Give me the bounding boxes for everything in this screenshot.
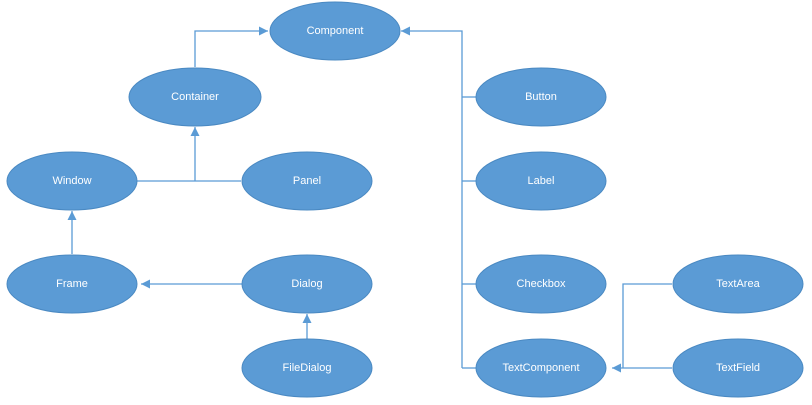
node-component[interactable]: Component — [269, 1, 401, 61]
node-component-label: Component — [307, 25, 364, 37]
node-checkbox-label: Checkbox — [517, 278, 566, 290]
node-textfield-shape — [672, 338, 804, 398]
node-checkbox[interactable]: Checkbox — [475, 254, 607, 314]
node-filedialog-shape — [241, 338, 373, 398]
node-checkbox-shape — [475, 254, 607, 314]
edge-bus-component — [401, 26, 463, 368]
node-label[interactable]: Label — [475, 151, 607, 211]
node-container-shape — [128, 67, 262, 127]
node-window-shape — [6, 151, 138, 211]
node-frame[interactable]: Frame — [6, 254, 138, 314]
node-button-shape — [475, 67, 607, 127]
node-label-shape — [475, 151, 607, 211]
node-textcomponent-label: TextComponent — [502, 362, 579, 374]
node-textarea-shape — [672, 254, 804, 314]
node-panel-label: Panel — [293, 175, 321, 187]
node-textfield[interactable]: TextField — [672, 338, 804, 398]
node-filedialog[interactable]: FileDialog — [241, 338, 373, 398]
node-filedialog-label: FileDialog — [283, 362, 332, 374]
node-textcomponent-shape — [475, 338, 607, 398]
node-dialog-shape — [241, 254, 373, 314]
node-dialog-label: Dialog — [291, 278, 322, 290]
node-component-shape — [269, 1, 401, 61]
edge-container-component — [194, 26, 268, 67]
node-button-label: Button — [525, 91, 557, 103]
node-textcomponent[interactable]: TextComponent — [475, 338, 607, 398]
node-textfield-label: TextField — [716, 362, 760, 374]
node-textarea[interactable]: TextArea — [672, 254, 804, 314]
edges — [67, 26, 672, 373]
node-container-label: Container — [171, 91, 219, 103]
node-panel-shape — [241, 151, 373, 211]
node-frame-shape — [6, 254, 138, 314]
node-window-label: Window — [52, 175, 91, 187]
node-dialog[interactable]: Dialog — [241, 254, 373, 314]
node-label-label: Label — [528, 175, 555, 187]
node-button[interactable]: Button — [475, 67, 607, 127]
node-window[interactable]: Window — [6, 151, 138, 211]
node-panel[interactable]: Panel — [241, 151, 373, 211]
node-container[interactable]: Container — [128, 67, 262, 127]
node-frame-label: Frame — [56, 278, 88, 290]
node-textarea-label: TextArea — [716, 278, 760, 290]
edge-textarea-textcomponent — [622, 283, 672, 368]
